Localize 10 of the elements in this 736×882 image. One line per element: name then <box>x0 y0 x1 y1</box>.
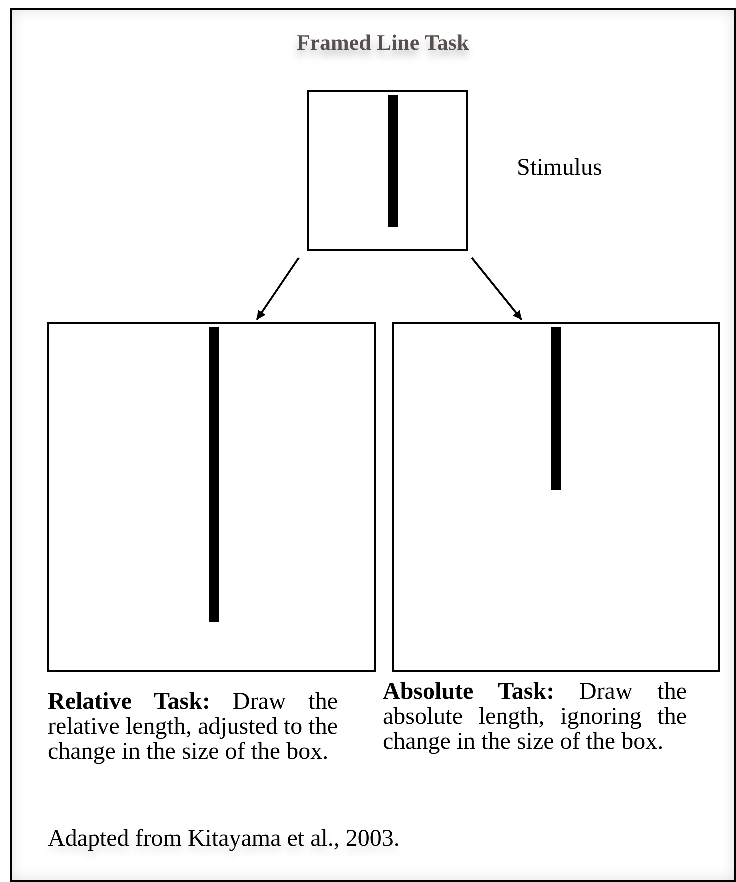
title: Framed Line Task <box>296 30 470 55</box>
task-description: Absolute Task: Draw the absolute length, ignoring the change in the size of the box. <box>383 680 687 756</box>
frame-box <box>307 90 468 251</box>
stimulus-label: Stimulus <box>517 156 604 182</box>
frame-box <box>392 322 720 672</box>
caption: Adapted from Kitayama et al., 2003. <box>48 826 400 853</box>
arrow <box>471 257 523 321</box>
arrow <box>256 257 300 321</box>
frame-box <box>47 322 376 672</box>
task-description: Relative Task: Draw the relative length, adjusted to the change in the size of the box. <box>48 690 338 766</box>
